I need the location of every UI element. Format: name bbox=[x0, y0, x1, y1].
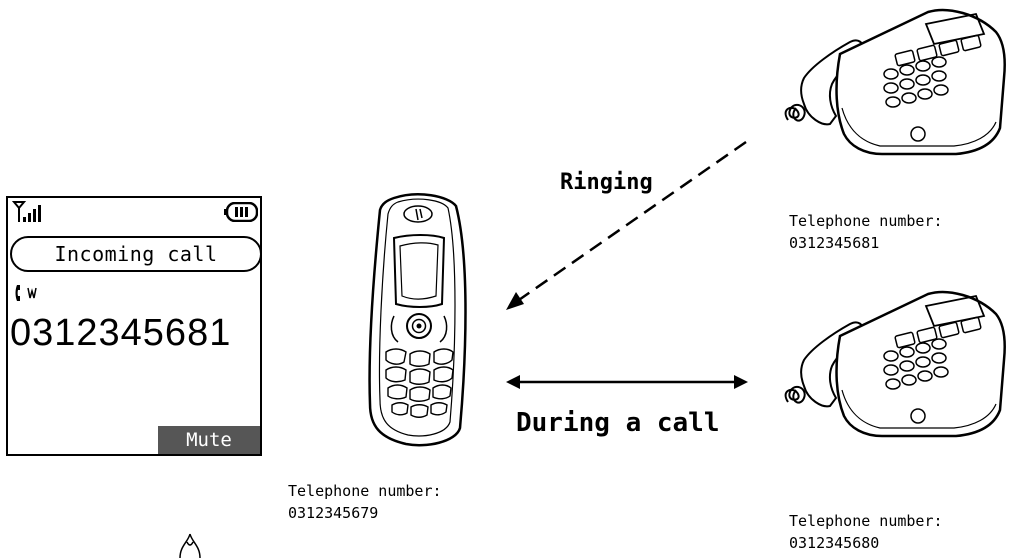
partial-symbol-icon bbox=[170, 532, 210, 558]
connected-phone-caption: Telephone number: bbox=[789, 510, 943, 532]
mobile-phone-caption: Telephone number: bbox=[288, 480, 442, 502]
caller-phone-label: Telephone number: 0312345681 bbox=[789, 210, 943, 254]
connected-phone-number: 0312345680 bbox=[789, 532, 943, 554]
mobile-phone-number: 0312345679 bbox=[288, 502, 442, 524]
ringing-label: Ringing bbox=[560, 170, 653, 195]
during-call-label: During a call bbox=[516, 408, 720, 438]
call-arrowhead-left bbox=[506, 375, 520, 389]
ringing-arrowhead bbox=[506, 292, 524, 310]
ringing-arrow bbox=[516, 142, 746, 302]
caller-phone-caption: Telephone number: bbox=[789, 210, 943, 232]
mobile-phone-label: Telephone number: 0312345679 bbox=[288, 480, 442, 526]
caller-phone-number: 0312345681 bbox=[789, 232, 943, 254]
call-arrowhead-right bbox=[734, 375, 748, 389]
connected-phone-label: Telephone number: 0312345680 bbox=[789, 510, 943, 554]
